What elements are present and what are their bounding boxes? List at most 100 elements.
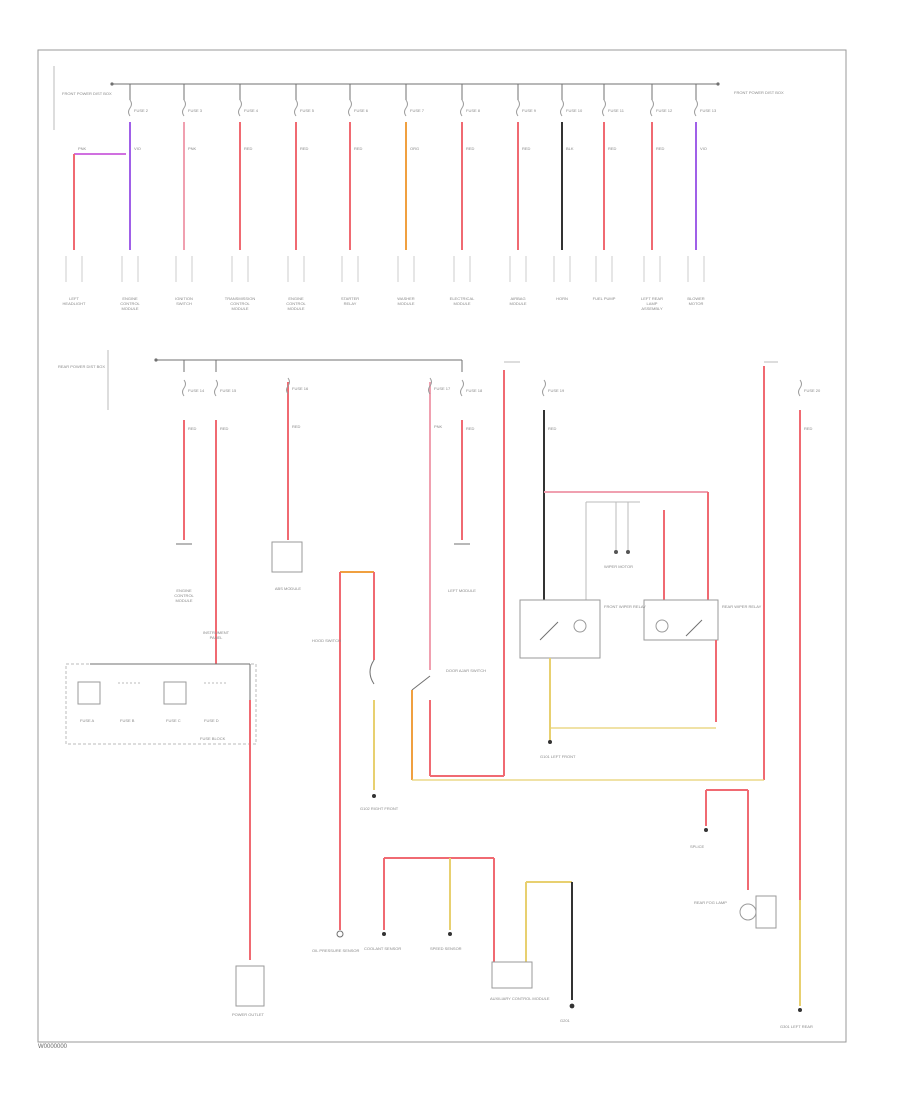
middle-fuse-label: FUSE 19 [548, 388, 565, 393]
top-wire-code: RED [244, 146, 253, 151]
rear-fog-lamp: SPLICE REAR FOG LAMP G301 LEFT REAR [690, 789, 813, 1029]
ground-3-label: G201 [560, 1018, 571, 1023]
front-wiper-relay: FRONT WIPER RELAY [519, 599, 646, 659]
sensor-2-label: COOLANT SENSOR [364, 946, 401, 951]
fuse-icon [694, 99, 698, 117]
sensor-3-label: SPEED SENSOR [430, 946, 462, 951]
middle-wire-code: RED [548, 426, 557, 431]
top-fuse-label: FUSE 3 [188, 108, 203, 113]
top-fuse-label: FUSE 8 [466, 108, 481, 113]
fuse-icon [348, 99, 352, 117]
ground-1-label: G101 LEFT FRONT [540, 754, 576, 759]
fuse-icon [238, 99, 242, 117]
middle-fuse-label: FUSE 20 [804, 388, 821, 393]
top-fuse-label: FUSE 7 [410, 108, 425, 113]
top-wire-code: RED [608, 146, 617, 151]
relay-output-wires: G101 LEFT FRONT [540, 640, 717, 759]
fuse-icon [602, 99, 606, 117]
lamp-label: REAR FOG LAMP [694, 900, 727, 905]
top-bus-label-left: FRONT POWER DIST BOX [62, 91, 112, 96]
top-fuse-label: FUSE 2 [134, 108, 149, 113]
top-fuse-label: FUSE 4 [244, 108, 259, 113]
fuse-icon [460, 379, 464, 397]
fuse-icon [460, 99, 464, 117]
middle-wire-code: RED [220, 426, 229, 431]
fuse-block-item-a: FUSE A [80, 718, 95, 723]
top-wire-code: BLK [566, 146, 574, 151]
fuse-icon [542, 379, 546, 397]
fuse-icon [286, 377, 290, 395]
middle-wire-code: PNK [434, 424, 443, 429]
top-wire-code: ORG [410, 146, 419, 151]
middle-bus-label: REAR POWER DIST BOX [58, 364, 105, 369]
top-fuse-label: FUSE 6 [354, 108, 369, 113]
ground-4-label: G301 LEFT REAR [780, 1024, 813, 1029]
middle-wire-code: RED [292, 424, 301, 429]
relay-mid-label: WIPER MOTOR [604, 564, 633, 569]
top-wire-code: VIO [134, 146, 141, 151]
top-wire-code: RED [656, 146, 665, 151]
relay-right-label: REAR WIPER RELAY [722, 604, 762, 609]
top-wire-code: VIO [700, 146, 707, 151]
fuse-block-item-c: FUSE C [166, 718, 181, 723]
sensor-1-label: OIL PRESSURE SENSOR [312, 948, 360, 953]
top-fuse-label: FUSE 12 [656, 108, 673, 113]
top-fuse-label: FUSE 11 [608, 108, 625, 113]
middle-load-label: LEFT MODULE [448, 588, 476, 593]
fuse-icon [294, 99, 298, 117]
fuse-icon [428, 377, 432, 395]
middle-load-label: ABS MODULE [275, 586, 302, 591]
fuse-icon [560, 99, 564, 117]
fuse-icon [128, 99, 132, 117]
hood-switch: HOOD SWITCH G102 RIGHT FRONT OIL PRESSUR… [312, 571, 399, 953]
middle-fuse-label: FUSE 14 [188, 388, 205, 393]
middle-branch-6: FUSE 19 RED [542, 379, 565, 431]
top-wire-code: RED [354, 146, 363, 151]
fuse-icon [798, 379, 802, 397]
module-bottom-label: AUXILIARY CONTROL MODULE [490, 996, 550, 1001]
top-fuse-label: FUSE 13 [700, 108, 717, 113]
abs-module-box [271, 541, 303, 573]
diagram-frame [37, 49, 847, 1043]
fuse-block-item-b: FUSE B [120, 718, 135, 723]
fuse-icon [214, 379, 218, 397]
top-wire-code: PNK [188, 146, 197, 151]
fuse-block-label: FUSE BLOCK [200, 736, 226, 741]
top-bus-label-right: FRONT POWER DIST BOX [734, 90, 784, 95]
top-fuse-label: FUSE 9 [522, 108, 537, 113]
fuse-block-item-d: FUSE D [204, 718, 219, 723]
middle-power-bus: REAR POWER DIST BOX [58, 350, 463, 410]
fuse-block: FUSE A FUSE B FUSE C FUSE D FUSE BLOCK P… [65, 663, 265, 1017]
